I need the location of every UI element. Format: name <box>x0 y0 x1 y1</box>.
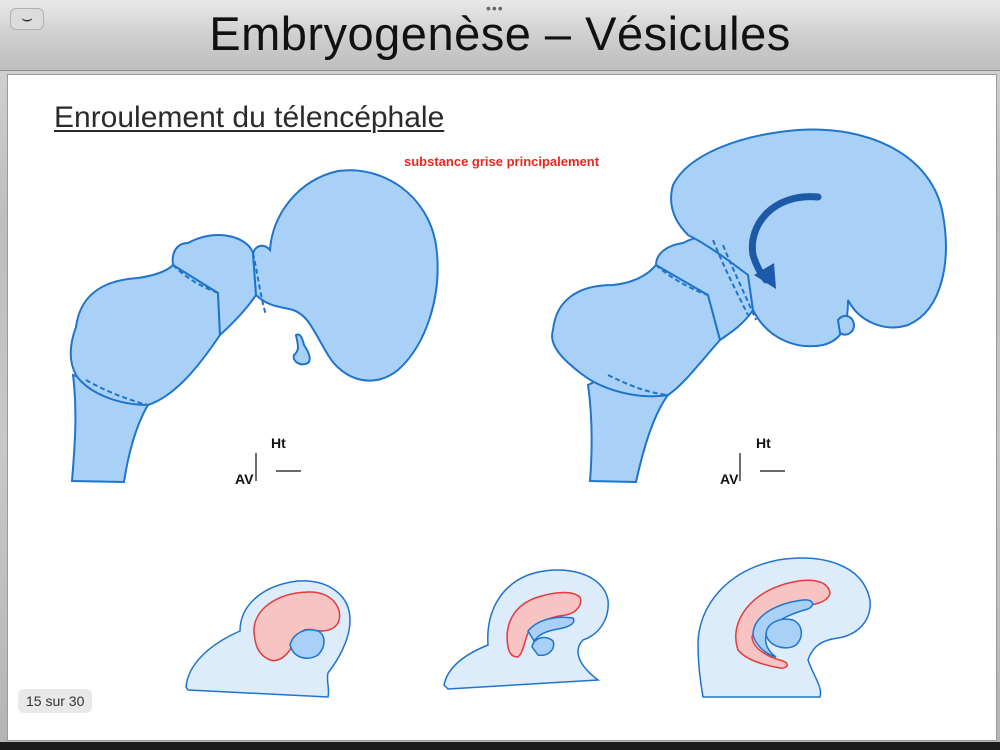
right-orientation-axes <box>739 453 785 481</box>
right-olfactory-bulb <box>836 314 856 336</box>
left-orientation-axes <box>255 453 301 481</box>
right-neural-tube <box>586 373 670 484</box>
page-counter: 15 sur 30 <box>18 689 93 713</box>
right-axis-up-label: Ht <box>756 435 771 451</box>
right-vesicle-drawing <box>551 128 947 484</box>
left-optic-bud <box>292 333 311 366</box>
cross-section-1 <box>185 580 351 698</box>
curved-arrow-head <box>754 263 776 289</box>
slide-title: Embryogenèse – Vésicules <box>209 7 791 60</box>
cross-section-3 <box>697 557 871 698</box>
left-mesencephalon <box>69 263 222 407</box>
slide-subtitle: Enroulement du télencéphale <box>54 101 445 134</box>
collapse-chevron-icon[interactable]: ⌣ <box>10 8 44 30</box>
grey-matter-note: substance grise principalement <box>404 154 600 169</box>
left-axis-up-label: Ht <box>271 435 286 451</box>
title-bar: ••• ⌣ Embryogenèse – Vésicules <box>0 0 1000 71</box>
cross-section-2 <box>443 569 609 690</box>
embryology-illustration <box>69 128 947 698</box>
right-axis-front-label: AV <box>720 471 739 487</box>
window-grip-icon[interactable]: ••• <box>486 0 504 16</box>
left-axis-front-label: AV <box>235 471 254 487</box>
left-diencephalon <box>171 234 258 338</box>
slide-canvas: Enroulement du télencéphale substance gr… <box>7 74 997 741</box>
right-mesencephalon <box>551 263 722 398</box>
right-telencephalon <box>670 128 947 348</box>
left-vesicle-drawing <box>69 169 439 484</box>
left-telencephalon <box>251 169 439 382</box>
